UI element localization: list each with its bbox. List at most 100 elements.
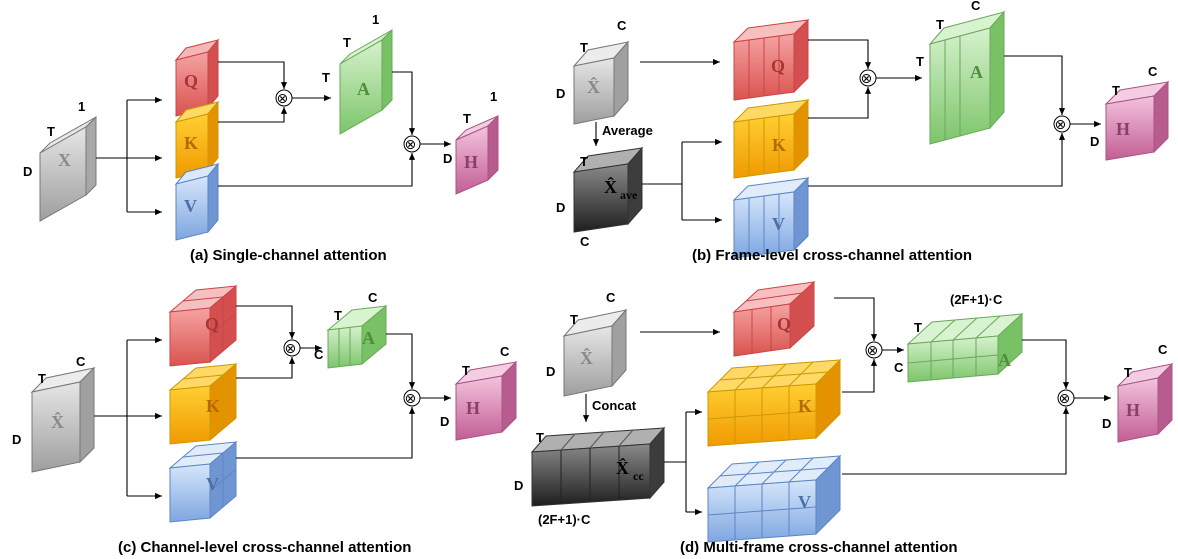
caption-d: (d) Multi-frame cross-channel attention <box>680 539 958 556</box>
mult-op-d2: ⊗ <box>1057 389 1075 407</box>
concat-label: Concat <box>592 398 637 413</box>
a-dim-one: 1 <box>372 12 379 27</box>
h-dim-c-c: C <box>500 344 510 359</box>
key-block-d: K <box>706 358 842 447</box>
arrow-b-k-mult <box>808 87 872 119</box>
xave-dim-c: C <box>580 234 590 249</box>
h-symbol-c: H <box>466 398 480 418</box>
panel-c: X̂ T C D Q K <box>12 284 518 556</box>
query-block-d: Q <box>732 280 816 357</box>
a-symbol: A <box>357 79 370 99</box>
panel-b: X̂ T C D Average X̂ ave T D C Q <box>556 0 1170 264</box>
output-block-b: H T C D <box>1090 64 1170 161</box>
a-symbol-d: A <box>998 350 1011 370</box>
a-dim-t-c: T <box>334 308 342 323</box>
caption-c: (c) Channel-level cross-channel attentio… <box>118 539 411 556</box>
svg-text:⊗: ⊗ <box>1055 117 1067 133</box>
h-dim-t-c: T <box>462 363 470 378</box>
v-symbol-b: V <box>772 214 785 234</box>
mult-op-a2: ⊗ <box>403 135 421 153</box>
caption-b: (b) Frame-level cross-channel attention <box>692 247 972 264</box>
arrow-d-k-mult <box>842 359 878 393</box>
attention-block-b: A T T C <box>916 0 1006 145</box>
svg-text:⊗: ⊗ <box>867 343 879 359</box>
value-block-c: V <box>168 440 238 523</box>
svg-text:⊗: ⊗ <box>405 391 417 407</box>
value-block-b: V <box>732 176 810 259</box>
xcc-symbol: X̂ <box>616 458 629 478</box>
x-dim-t: T <box>47 124 55 139</box>
arrow-a-a-mult <box>392 71 416 135</box>
a-dim-c1-c: C <box>368 290 378 305</box>
input-xhat-block-b: X̂ T C D <box>556 18 630 125</box>
q-symbol-d: Q <box>777 314 791 334</box>
arrow-a-q-mult <box>218 61 288 89</box>
a-dim-t2-b: T <box>916 54 924 69</box>
q-symbol-c: Q <box>205 314 219 334</box>
k-symbol-c: K <box>206 396 220 416</box>
output-block-d: H T C D <box>1102 342 1174 443</box>
arrow-b-a-mult <box>1004 55 1066 115</box>
arrow-c-q-mult <box>236 305 296 339</box>
mult-op-c2: ⊗ <box>403 389 421 407</box>
a-dim-concat-d: (2F+1)·C <box>950 292 1003 307</box>
h-dim-d: D <box>443 151 452 166</box>
xave-dim-d: D <box>556 200 565 215</box>
xcc-dim-concat: (2F+1)·C <box>538 512 591 527</box>
a-symbol-b: A <box>970 62 983 82</box>
xhat-dim-c-b: C <box>617 18 627 33</box>
v-symbol-d: V <box>798 492 811 512</box>
mult-op-b2: ⊗ <box>1053 115 1071 133</box>
arrow-c-k-mult <box>236 357 296 379</box>
k-symbol: K <box>184 133 198 153</box>
svg-text:⊗: ⊗ <box>405 137 417 153</box>
mult-op-a1: ⊗ <box>275 89 293 107</box>
a-dim-t1: T <box>343 35 351 50</box>
attention-block-d: A T (2F+1)·C C <box>894 292 1024 383</box>
xhat-dim-d-b: D <box>556 86 565 101</box>
a-dim-t2: T <box>322 70 330 85</box>
a-dim-t-d: T <box>914 320 922 335</box>
arrow-b-q-mult <box>808 39 872 69</box>
xave-subscript: ave <box>620 188 638 202</box>
h-dim-d-c: D <box>440 414 449 429</box>
v-symbol: V <box>184 196 197 216</box>
xhat-symbol-d: X̂ <box>580 348 593 368</box>
xhat-dim-d-c: D <box>12 432 21 447</box>
h-dim-c-d: C <box>1158 342 1168 357</box>
xave-dim-t: T <box>580 154 588 169</box>
input-x-block: X T 1 D <box>23 99 97 222</box>
k-symbol-b: K <box>772 135 786 155</box>
caption-a: (a) Single-channel attention <box>190 247 387 264</box>
x-dim-d: D <box>23 164 32 179</box>
svg-text:⊗: ⊗ <box>285 341 297 357</box>
a-dim-c-b: C <box>971 0 981 13</box>
query-block-b: Q <box>732 18 810 101</box>
xcc-dim-d: D <box>514 478 523 493</box>
a-dim-t1-b: T <box>936 17 944 32</box>
xhat-dim-t-b: T <box>580 40 588 55</box>
svg-text:⊗: ⊗ <box>277 91 289 107</box>
concat-block-d: X̂ cc T D (2F+1)·C <box>514 426 666 527</box>
x-symbol: X <box>58 150 71 170</box>
input-xhat-block-c: X̂ T C D <box>12 354 96 473</box>
output-block-a: H T 1 D <box>443 89 499 195</box>
a-dim-c-d: C <box>894 360 904 375</box>
a-dim-c2-c: C <box>314 347 324 362</box>
arrow-b-v-mult <box>808 133 1066 187</box>
svg-text:⊗: ⊗ <box>1059 391 1071 407</box>
mult-op-c1: ⊗ <box>283 339 301 357</box>
xhat-dim-c-d: C <box>606 290 616 305</box>
svg-text:⊗: ⊗ <box>861 71 873 87</box>
output-block-c: H T C D <box>440 344 518 441</box>
h-dim-d-d: D <box>1102 416 1111 431</box>
panel-a: X T 1 D Q K V <box>23 12 499 264</box>
xhat-symbol-c: X̂ <box>51 412 64 432</box>
xhat-dim-t-d: T <box>570 312 578 327</box>
h-dim-t: T <box>463 111 471 126</box>
mult-op-d1: ⊗ <box>865 341 883 359</box>
arrow-d-v-mult <box>842 407 1070 475</box>
xcc-dim-t: T <box>536 430 544 445</box>
v-symbol-c: V <box>206 474 219 494</box>
